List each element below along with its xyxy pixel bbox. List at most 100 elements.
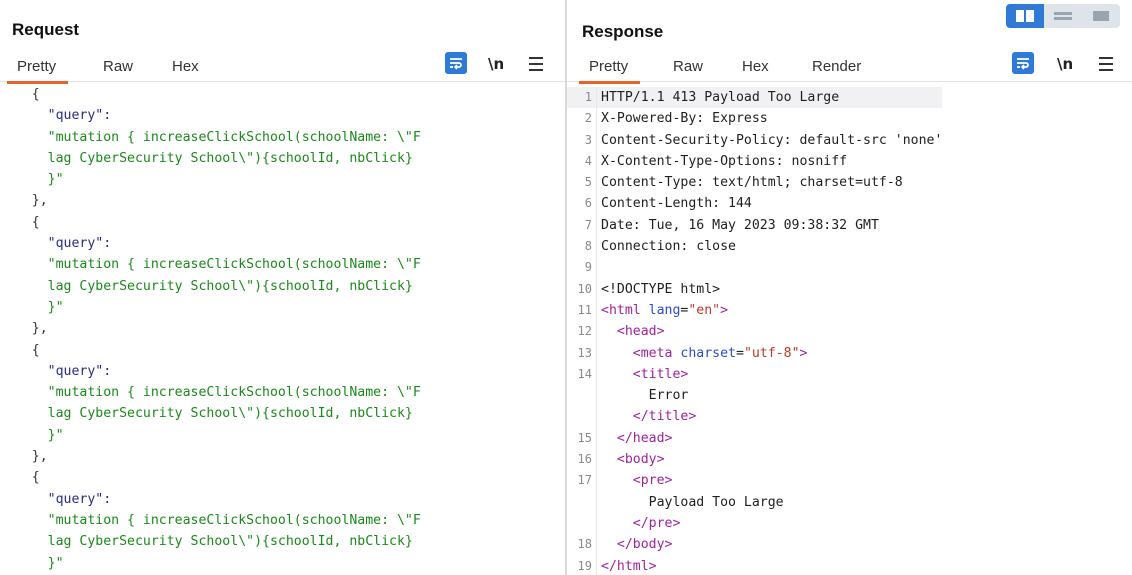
line-text: <meta charset="utf-8">	[632, 345, 808, 361]
line-number: 8	[567, 236, 597, 258]
line-number: 14	[567, 363, 597, 386]
line-number: 3	[567, 129, 597, 151]
html-tag: <html	[601, 302, 649, 318]
line-text: X-Powered-By: Express	[601, 111, 768, 127]
json-string: lag CyberSecurity School\"){schoolId, nb…	[47, 150, 413, 166]
html-tag: </head>	[616, 430, 673, 446]
response-tab-raw[interactable]: Raw	[673, 58, 704, 75]
html-tag: >	[720, 302, 729, 318]
request-code-line: }"	[0, 297, 421, 318]
html-tag: <title>	[632, 366, 689, 382]
response-code-line: 11<html lang="en">	[567, 299, 942, 322]
response-code-line: 10<!DOCTYPE html>	[567, 278, 942, 300]
line-text: <html lang="en">	[601, 302, 729, 318]
response-code-line: 13 <meta charset="utf-8">	[567, 342, 942, 364]
request-code-line: "query":	[0, 233, 421, 254]
response-word-wrap-button[interactable]	[1012, 52, 1034, 74]
request-code-line: "mutation { increaseClickSchool(schoolNa…	[0, 510, 421, 531]
response-code-line: 18 </body>	[567, 534, 942, 556]
response-menu-button[interactable]	[1097, 52, 1115, 76]
request-title: Request	[12, 20, 80, 39]
line-text: Connection: close	[601, 239, 736, 255]
line-text: Payload Too Large	[648, 494, 784, 510]
line-text: </pre>	[597, 513, 681, 534]
menu-button[interactable]	[527, 52, 545, 76]
json-string: lag CyberSecurity School\"){schoolId, nb…	[47, 534, 413, 550]
request-pane: Request Pretty Raw Hex \n { "query": "mu…	[0, 0, 565, 575]
response-code-line: 14 <title>	[567, 363, 942, 386]
html-tag: <pre>	[632, 473, 673, 489]
line-number	[567, 512, 597, 535]
response-code-line: 17 <pre>	[567, 470, 942, 492]
request-code-line: },	[31, 321, 48, 337]
request-tab-hex[interactable]: Hex	[172, 58, 199, 75]
json-key: "query":	[47, 491, 112, 507]
request-code-line: {	[31, 470, 40, 486]
line-number: 11	[567, 299, 597, 322]
request-code-line: lag CyberSecurity School\"){schoolId, nb…	[0, 403, 421, 424]
line-number: 7	[567, 214, 597, 237]
request-code-line: {	[31, 214, 40, 230]
line-number: 13	[567, 342, 597, 364]
request-code-line: lag CyberSecurity School\"){schoolId, nb…	[0, 531, 421, 552]
line-text: X-Content-Type-Options: nosniff	[601, 153, 848, 169]
response-tab-render[interactable]: Render	[812, 58, 862, 75]
word-wrap-button[interactable]	[445, 52, 467, 74]
layout-stacked-button[interactable]	[1044, 4, 1082, 28]
layout-side-by-side-button[interactable]	[1006, 4, 1044, 28]
json-key: "query":	[47, 363, 112, 379]
json-string: }"	[47, 299, 64, 315]
layout-single-button[interactable]	[1082, 4, 1120, 28]
menu-icon	[1099, 57, 1113, 59]
response-code-line: 16 <body>	[567, 449, 942, 471]
request-code-line: "mutation { increaseClickSchool(schoolNa…	[0, 382, 421, 403]
response-title: Response	[582, 22, 664, 41]
line-text: </body>	[597, 534, 673, 555]
request-code-line: "mutation { increaseClickSchool(schoolNa…	[0, 127, 421, 148]
request-code-line: "mutation { increaseClickSchool(schoolNa…	[0, 254, 421, 275]
request-tab-pretty[interactable]: Pretty	[6, 58, 69, 84]
request-code-line: lag CyberSecurity School\"){schoolId, nb…	[0, 148, 421, 169]
line-text: </title>	[597, 406, 697, 427]
line-number: 17	[567, 470, 597, 492]
newline-toggle-button[interactable]: \n	[488, 55, 505, 73]
response-tab-hex[interactable]: Hex	[742, 58, 769, 75]
json-string: }"	[47, 427, 64, 443]
line-text: </head>	[597, 428, 673, 449]
pane-divider[interactable]	[565, 0, 567, 575]
line-text: Date: Tue, 16 May 2023 09:38:32 GMT	[601, 217, 879, 233]
html-attribute: charset	[680, 345, 736, 361]
word-wrap-icon	[1017, 58, 1029, 70]
response-code-line: Error	[567, 385, 942, 407]
request-body-editor[interactable]: { "query": "mutation { increaseClickScho…	[0, 84, 421, 574]
json-key: "query":	[47, 236, 112, 252]
word-wrap-icon	[450, 58, 462, 70]
line-number: 15	[567, 427, 597, 450]
line-text: Error	[648, 388, 689, 404]
request-code-line: {	[31, 342, 40, 358]
request-code-line: },	[31, 449, 48, 465]
response-tab-pretty[interactable]: Pretty	[578, 58, 641, 84]
line-text	[597, 257, 601, 278]
response-code-line: 19</html>	[567, 555, 942, 575]
response-code-line: 15 </head>	[567, 427, 942, 450]
rows-icon	[1054, 12, 1072, 20]
response-newline-toggle-button[interactable]: \n	[1057, 55, 1074, 73]
response-code-line: 9	[567, 257, 942, 279]
line-text: <head>	[597, 321, 665, 342]
response-tabs: Pretty Raw Hex Render	[567, 50, 1132, 84]
html-attribute-value: "utf-8"	[743, 345, 800, 361]
json-string: }"	[47, 172, 64, 188]
request-code-line: }"	[0, 425, 421, 446]
line-number: 5	[567, 172, 597, 194]
request-tab-raw[interactable]: Raw	[103, 58, 134, 75]
line-number: 10	[567, 278, 597, 300]
